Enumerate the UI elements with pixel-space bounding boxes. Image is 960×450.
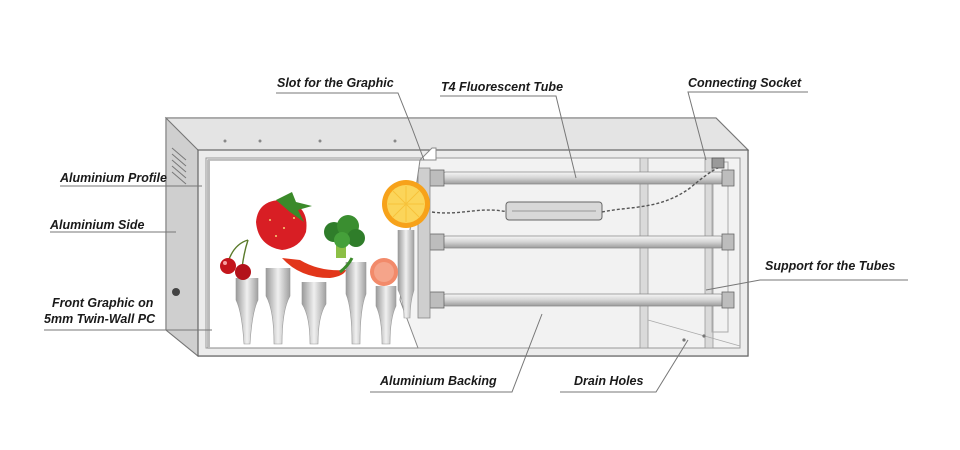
ballast-wiring	[431, 157, 725, 221]
label-aluminium-backing: Aluminium Backing	[380, 374, 497, 388]
fork-graphics	[235, 230, 415, 345]
label-aluminium-side: Aluminium Side	[50, 218, 145, 232]
orange-slice	[382, 180, 430, 228]
label-front-graphic-line2: 5mm Twin-Wall PC	[44, 312, 156, 326]
label-support-for-tubes: Support for the Tubes	[765, 259, 896, 273]
chili-pepper	[282, 257, 354, 278]
grapefruit-slice	[370, 258, 398, 286]
strawberry	[256, 192, 312, 250]
label-drain-holes: Drain Holes	[574, 374, 644, 388]
aluminium-backing	[420, 157, 741, 349]
front-graphic-panel	[207, 147, 437, 349]
label-aluminium-profile: Aluminium Profile	[60, 171, 167, 185]
cherries	[220, 239, 251, 280]
fluorescent-tubes	[417, 167, 735, 319]
screw	[172, 288, 180, 296]
label-slot-for-graphic: Slot for the Graphic	[277, 76, 394, 90]
leader-lines	[44, 91, 908, 393]
broccoli	[324, 215, 365, 258]
label-t4-fluorescent-tube: T4 Fluorescent Tube	[441, 80, 564, 94]
label-connecting-socket: Connecting Socket	[688, 76, 802, 90]
vent-slots	[171, 147, 187, 185]
label-front-graphic-line1: Front Graphic on	[52, 296, 154, 310]
